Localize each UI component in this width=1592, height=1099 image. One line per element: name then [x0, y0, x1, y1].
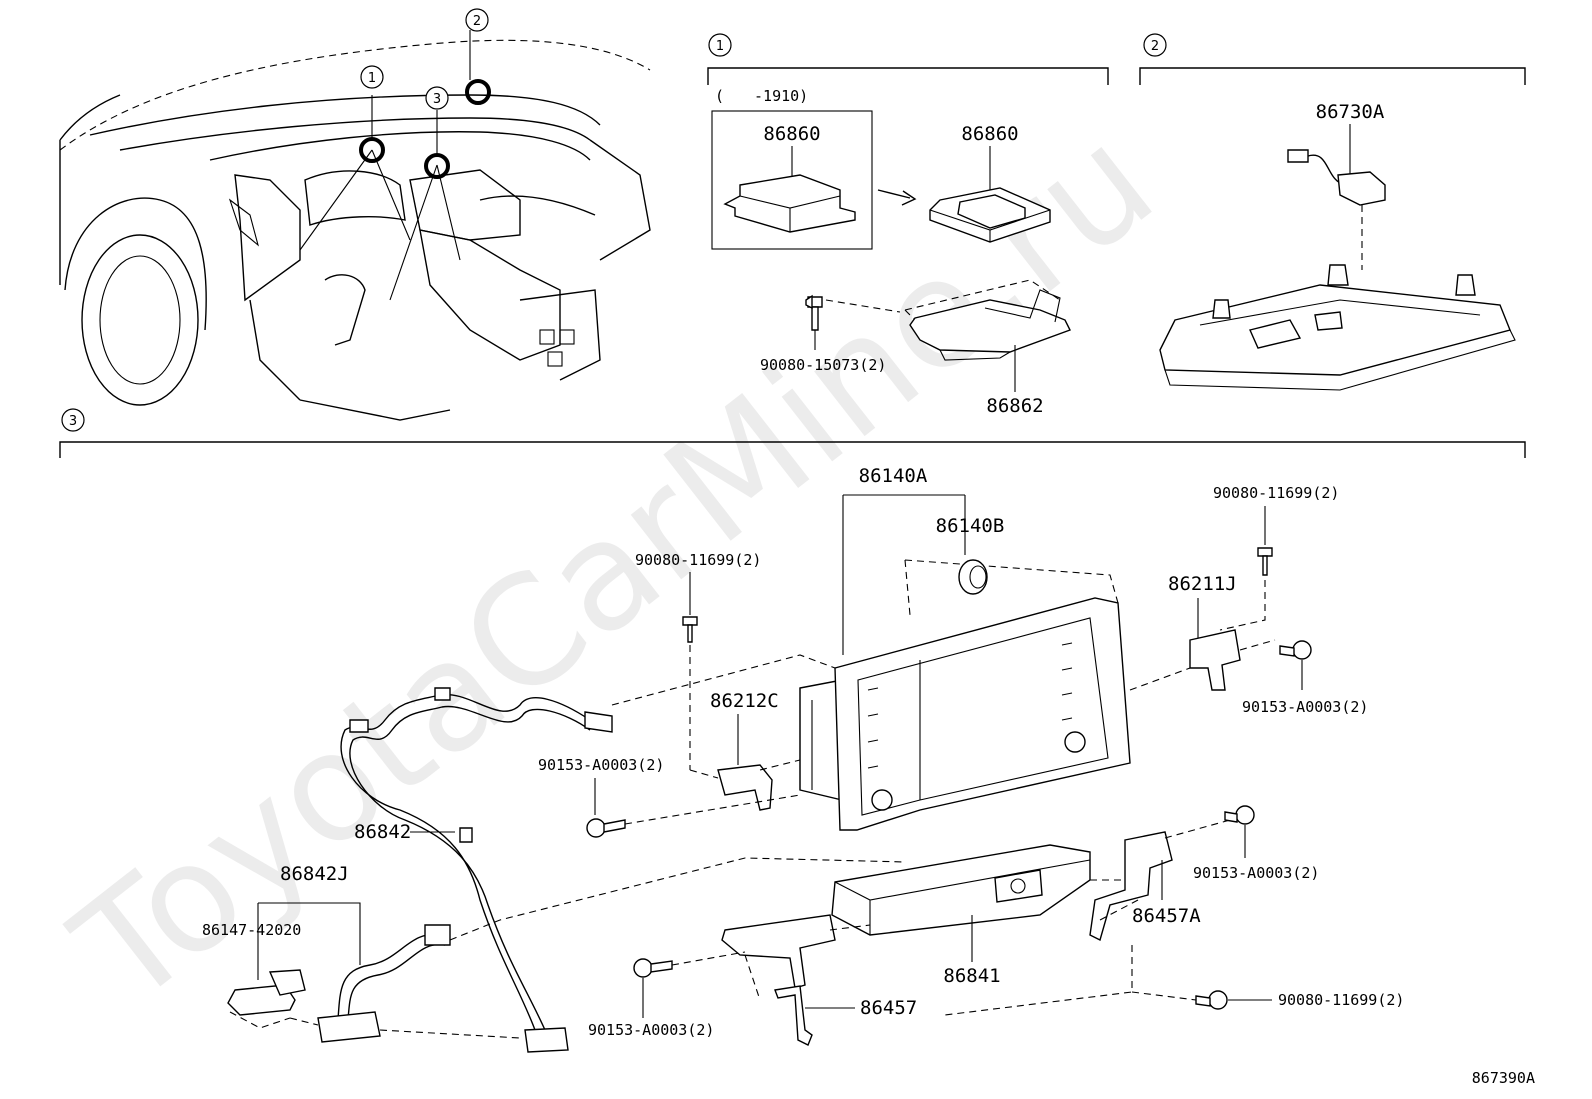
- svg-text:2: 2: [473, 14, 481, 29]
- sub-harness: 86842J: [257, 857, 906, 1043]
- svg-text:90153-A0003(2): 90153-A0003(2): [538, 756, 664, 774]
- svg-text:90080-15073(2): 90080-15073(2): [760, 356, 886, 374]
- svg-text:90153-A0003(2): 90153-A0003(2): [1193, 864, 1319, 882]
- overhead-console: [1159, 264, 1516, 391]
- svg-text:90153-A0003(2): 90153-A0003(2): [588, 1021, 714, 1039]
- bracket-left: 86212C: [689, 690, 801, 811]
- wire-harness: 86842: [340, 654, 836, 1053]
- svg-text:3: 3: [433, 92, 441, 107]
- svg-text:86841: 86841: [943, 965, 1000, 987]
- antenna-part: 86730A: [1287, 101, 1386, 270]
- section-1-header: 1: [707, 33, 1109, 85]
- svg-text:86860: 86860: [961, 123, 1018, 145]
- svg-text:86457A: 86457A: [1132, 905, 1201, 927]
- bolt-lower-right: 90153-A0003(2): [1193, 805, 1319, 882]
- bracket-lower: 86457: [721, 914, 917, 1046]
- supersede-arrow: [877, 189, 911, 199]
- svg-text:90153-A0003(2): 90153-A0003(2): [1242, 698, 1368, 716]
- superseded-part-box: [711, 110, 873, 250]
- svg-text:86211J: 86211J: [1168, 573, 1237, 595]
- bolt-right-upper: 90153-A0003(2): [1242, 640, 1368, 716]
- section-3-header: 3: [59, 408, 1526, 458]
- screw-left: 90080-11699(2): [635, 551, 761, 770]
- svg-text:86860: 86860: [763, 123, 820, 145]
- svg-text:86730A: 86730A: [1316, 101, 1385, 123]
- svg-text:86140A: 86140A: [859, 465, 928, 487]
- svg-text:90080-11699(2): 90080-11699(2): [1278, 991, 1404, 1009]
- overview-marker-1: 1: [360, 65, 384, 89]
- sub-part-connector: 86147-42020: [202, 921, 306, 1029]
- bracket-lower-right: 86457A: [944, 819, 1231, 1016]
- svg-text:86457: 86457: [860, 997, 917, 1019]
- amplifier-unit: 86841: [831, 844, 1091, 987]
- screw-right: 90080-11699(2): [1213, 484, 1339, 631]
- bolt-left: 90153-A0003(2): [538, 756, 801, 838]
- new-airbag-sensor: 86860: [929, 123, 1051, 243]
- svg-text:3: 3: [69, 414, 77, 429]
- overview-marker-2: 2: [465, 8, 489, 32]
- svg-text:86140B: 86140B: [936, 515, 1005, 537]
- vehicle-overview-drawing: [59, 30, 651, 421]
- svg-text:86147-42020: 86147-42020: [202, 921, 301, 939]
- display-knob: 86140B: [936, 515, 1005, 595]
- svg-text:86842J: 86842J: [280, 863, 349, 885]
- overview-marker-3: 3: [425, 86, 449, 110]
- section-2-header: 2: [1139, 33, 1526, 85]
- svg-text:1: 1: [716, 39, 724, 54]
- svg-text:90080-11699(2): 90080-11699(2): [1213, 484, 1339, 502]
- sensor-bolt: 90080-15073(2): [760, 294, 901, 374]
- svg-text:2: 2: [1151, 39, 1159, 54]
- svg-text:86862: 86862: [986, 395, 1043, 417]
- display-assembly: 86140A: [799, 465, 1131, 831]
- bolt-lower-left: 90153-A0003(2): [588, 951, 746, 1039]
- bracket-right: 86211J: [1129, 573, 1276, 691]
- svg-text:90080-11699(2): 90080-11699(2): [635, 551, 761, 569]
- svg-text:86842: 86842: [354, 821, 411, 843]
- diagram-code: 867390A: [1472, 1069, 1535, 1087]
- svg-text:86212C: 86212C: [710, 690, 779, 712]
- screw-lower: 90080-11699(2): [1131, 990, 1404, 1010]
- sensor-bracket: 86862: [904, 279, 1071, 417]
- date-range-label: ( -1910): [715, 87, 808, 105]
- old-airbag-sensor: 86860: [723, 123, 856, 233]
- svg-text:1: 1: [368, 71, 376, 86]
